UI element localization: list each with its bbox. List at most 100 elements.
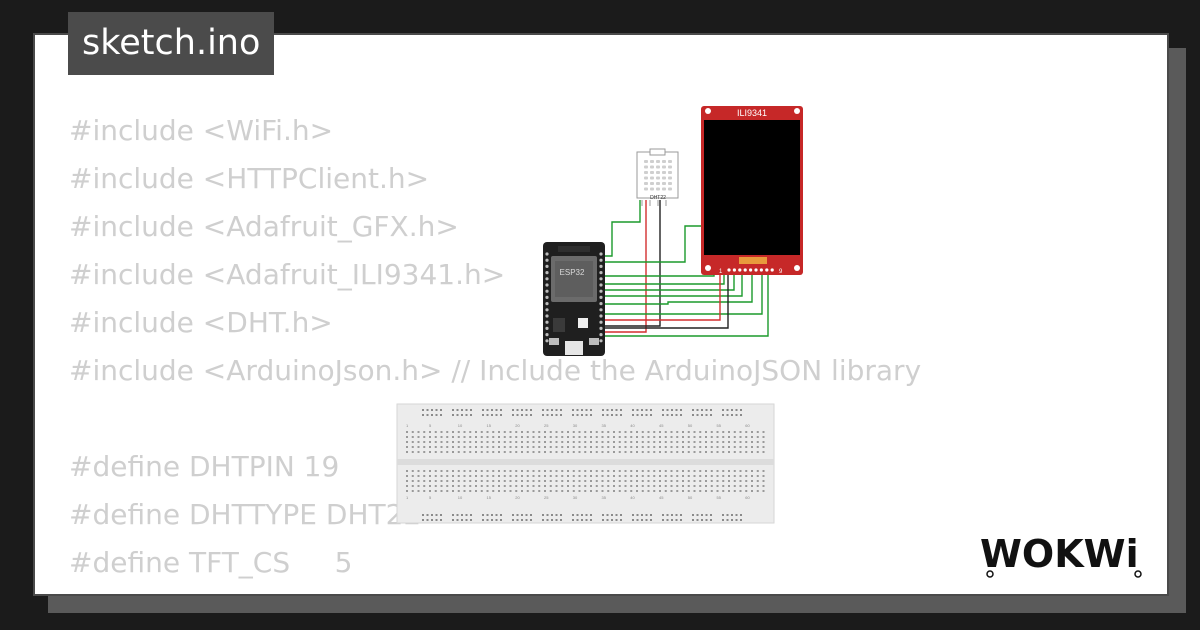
dht-grille-slot [644, 187, 648, 191]
breadboard-hole [461, 514, 463, 516]
breadboard-hole [417, 436, 420, 438]
breadboard-hole [762, 485, 765, 487]
breadboard-hole [670, 451, 673, 453]
breadboard-hole [440, 490, 443, 492]
breadboard-hole [429, 441, 431, 443]
dht-grille-slot [650, 171, 654, 174]
breadboard-hole [728, 470, 730, 472]
breadboard-hole [731, 519, 733, 521]
breadboard-hole [452, 431, 454, 433]
code-line: #include <Adafruit_GFX.h> [69, 210, 459, 243]
breadboard-hole [572, 414, 574, 416]
breadboard-hole [716, 451, 719, 453]
breadboard-hole [745, 451, 748, 453]
dht-label: DHT22 [650, 195, 666, 201]
breadboard-hole [693, 446, 696, 448]
breadboard-hole [745, 480, 748, 482]
breadboard-hole [590, 446, 592, 448]
breadboard-hole [756, 431, 759, 433]
breadboard-hole [613, 451, 615, 453]
breadboard-hole [555, 431, 558, 433]
breadboard-hole [538, 490, 541, 492]
breadboard-hole [411, 431, 414, 433]
breadboard-column-number: 30 [573, 423, 578, 428]
esp32-pin [545, 277, 549, 281]
breadboard-hole [538, 441, 541, 443]
breadboard-hole [561, 436, 564, 438]
breadboard-hole [578, 436, 581, 438]
breadboard-hole [492, 431, 495, 433]
breadboard-hole [641, 480, 644, 482]
breadboard-hole [602, 414, 604, 416]
breadboard-hole [526, 470, 529, 472]
breadboard-hole [701, 514, 703, 516]
breadboard-hole [620, 514, 622, 516]
dht-grille-slot [644, 182, 648, 185]
breadboard-hole [498, 485, 500, 487]
breadboard-hole [590, 475, 592, 477]
breadboard-hole [722, 436, 725, 438]
breadboard-hole [659, 470, 661, 472]
breadboard-hole [465, 414, 468, 416]
breadboard-hole [699, 480, 702, 482]
breadboard-hole [538, 470, 541, 472]
breadboard-hole [515, 441, 518, 443]
display-pin [727, 268, 731, 272]
breadboard-hole [595, 485, 598, 487]
breadboard-hole [530, 514, 532, 516]
breadboard-hole [666, 519, 669, 521]
breadboard-hole [423, 470, 426, 472]
breadboard-hole [682, 436, 684, 438]
breadboard-hole [722, 475, 725, 477]
dht-grille-slot [644, 160, 648, 163]
breadboard-hole [601, 446, 604, 448]
breadboard-hole [682, 451, 684, 453]
breadboard-hole [578, 441, 581, 443]
breadboard-hole [618, 480, 621, 482]
breadboard-hole [555, 480, 558, 482]
breadboard-column-number: 55 [717, 495, 722, 500]
breadboard-hole [636, 514, 639, 516]
breadboard-hole [509, 490, 512, 492]
breadboard-hole [613, 490, 615, 492]
breadboard-hole [429, 490, 431, 492]
breadboard-hole [486, 514, 489, 516]
breadboard-hole [509, 436, 512, 438]
breadboard-hole [526, 441, 529, 443]
breadboard-hole [739, 451, 742, 453]
breadboard-hole [549, 441, 552, 443]
breadboard-hole [509, 480, 512, 482]
breadboard-hole [446, 480, 449, 482]
breadboard-hole [544, 490, 546, 492]
breadboard-hole [423, 451, 426, 453]
breadboard-hole [492, 480, 495, 482]
breadboard-hole [710, 514, 712, 516]
dht-grille-slot [650, 160, 654, 163]
breadboard-hole [739, 431, 742, 433]
breadboard-hole [693, 480, 696, 482]
breadboard-hole [525, 414, 528, 416]
breadboard-hole [560, 514, 562, 516]
breadboard-hole [452, 446, 454, 448]
breadboard-hole [680, 414, 682, 416]
breadboard-hole [584, 485, 587, 487]
breadboard-hole [601, 480, 604, 482]
wire-green [604, 270, 769, 337]
breadboard-hole [728, 475, 730, 477]
breadboard-hole [480, 475, 483, 477]
breadboard-hole [659, 490, 661, 492]
breadboard-hole [682, 446, 684, 448]
breadboard-hole [726, 409, 729, 411]
breadboard-hole [515, 490, 518, 492]
breadboard-hole [463, 490, 466, 492]
breadboard-hole [498, 431, 500, 433]
breadboard-hole [756, 485, 759, 487]
dht-grille-slot [644, 165, 648, 169]
breadboard-column-number: 5 [429, 423, 432, 428]
breadboard-hole [693, 441, 696, 443]
breadboard-hole [480, 446, 483, 448]
breadboard-hole [735, 414, 738, 416]
breadboard-hole [498, 480, 500, 482]
breadboard-hole [440, 480, 443, 482]
breadboard-hole [632, 514, 634, 516]
